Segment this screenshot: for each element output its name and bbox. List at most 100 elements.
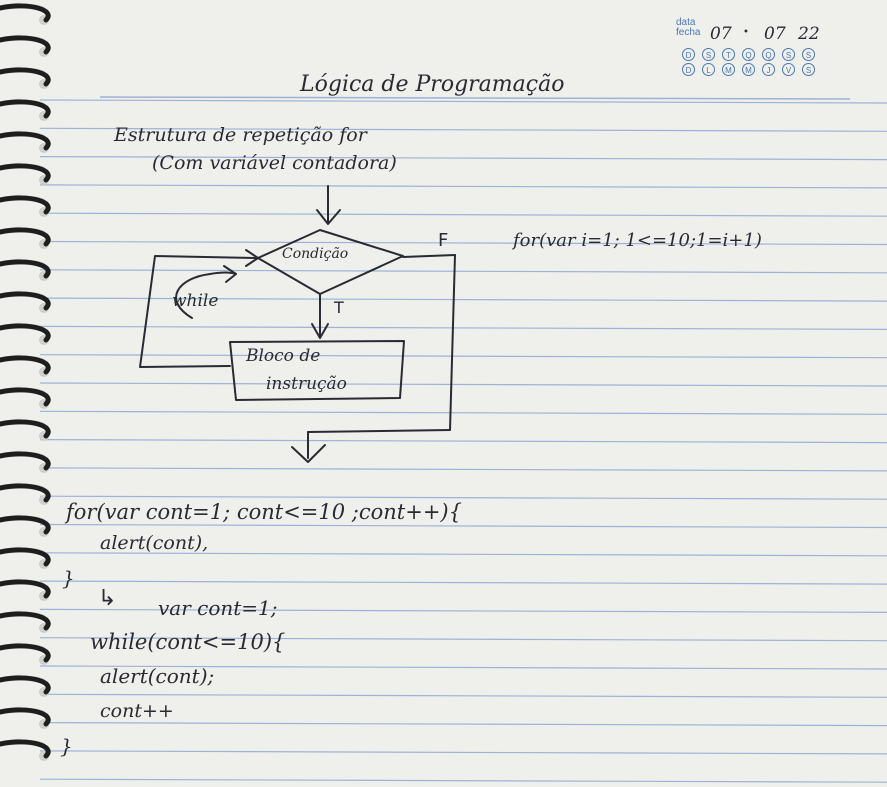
rule-line bbox=[39, 665, 887, 670]
rule-line bbox=[39, 382, 887, 387]
page-title: Lógica de Programação bbox=[300, 72, 565, 97]
date-label-fecha: fecha bbox=[676, 27, 701, 38]
weekday-circle: S bbox=[802, 63, 815, 76]
rule-line bbox=[39, 354, 887, 359]
side-code: for(var i=1; 1<=10;1=i+1) bbox=[513, 230, 762, 251]
true-branch-arrow bbox=[311, 323, 329, 339]
weekday-circle: S bbox=[702, 48, 715, 61]
weekday-circle: L bbox=[702, 63, 715, 76]
spiral-ring bbox=[0, 611, 51, 631]
weekday-circle: M bbox=[742, 63, 755, 76]
rule-line bbox=[39, 523, 887, 529]
header-rule-line bbox=[99, 96, 851, 100]
spiral-ring bbox=[0, 643, 51, 663]
spiral-ring bbox=[0, 3, 51, 23]
false-branch-side bbox=[449, 254, 456, 431]
code-for-body: alert(cont), bbox=[100, 532, 209, 554]
code-var-line: var cont=1; bbox=[158, 596, 278, 620]
date-label-data: data bbox=[676, 17, 696, 28]
rule-line bbox=[39, 297, 887, 302]
rule-line bbox=[39, 410, 887, 415]
code-while-body-1: alert(cont); bbox=[100, 664, 215, 688]
while-loop-arrow bbox=[223, 265, 237, 283]
date-year: 22 bbox=[798, 24, 820, 44]
rule-line bbox=[39, 580, 887, 585]
code-while-close: } bbox=[60, 734, 73, 758]
rule-line bbox=[39, 325, 887, 330]
weekday-circle: Q bbox=[762, 48, 775, 61]
spiral-ring bbox=[0, 195, 51, 215]
date-dot: • bbox=[743, 27, 749, 38]
false-branch-top bbox=[402, 254, 456, 258]
rule-line bbox=[39, 127, 887, 132]
weekday-circle: D bbox=[682, 48, 695, 61]
loop-back-line bbox=[139, 255, 259, 368]
weekday-circle: S bbox=[782, 48, 795, 61]
spiral-ring bbox=[0, 35, 51, 55]
spiral-ring bbox=[0, 291, 51, 311]
weekday-circle: S bbox=[802, 48, 815, 61]
spiral-ring bbox=[0, 259, 51, 279]
spiral-ring bbox=[0, 707, 51, 727]
rule-line bbox=[39, 240, 887, 246]
rule-line bbox=[39, 467, 887, 472]
while-loop-curve bbox=[175, 271, 237, 319]
weekday-circle: T bbox=[722, 48, 735, 61]
spiral-ring bbox=[0, 419, 51, 439]
rule-line bbox=[39, 269, 887, 274]
rule-line bbox=[39, 495, 887, 500]
condition-diamond bbox=[257, 229, 404, 295]
rule-line bbox=[39, 552, 887, 557]
flow-entry-arrow bbox=[316, 209, 341, 225]
heading-line-2: (Com variável contadora) bbox=[152, 152, 397, 174]
spiral-binding bbox=[0, 3, 51, 761]
rule-line bbox=[39, 439, 887, 444]
weekday-circle: M bbox=[722, 63, 735, 76]
spiral-ring bbox=[0, 451, 51, 471]
weekday-circle: Q bbox=[742, 48, 755, 61]
rule-line bbox=[39, 184, 887, 189]
false-branch-bottom bbox=[307, 429, 451, 433]
spiral-ring bbox=[0, 67, 51, 87]
rule-line bbox=[39, 608, 887, 614]
spiral-ring bbox=[0, 675, 51, 695]
block-line-2: instrução bbox=[266, 374, 347, 394]
code-while-line: while(cont<=10){ bbox=[90, 630, 286, 654]
rule-line bbox=[39, 721, 887, 727]
spiral-ring bbox=[0, 131, 51, 151]
code-while-body-2: cont++ bbox=[100, 700, 174, 722]
rule-line bbox=[39, 212, 887, 217]
while-label: while bbox=[172, 291, 219, 311]
spiral-ring bbox=[0, 515, 51, 535]
spiral-ring bbox=[0, 323, 51, 343]
weekday-circle: V bbox=[782, 63, 795, 76]
weekday-circle: J bbox=[762, 63, 775, 76]
spiral-ring bbox=[0, 227, 51, 247]
spiral-ring bbox=[0, 483, 51, 503]
date-day: 07 bbox=[710, 24, 732, 44]
false-label: F bbox=[438, 230, 449, 251]
date-month: 07 bbox=[764, 24, 786, 44]
spiral-ring bbox=[0, 579, 51, 599]
spiral-ring bbox=[0, 739, 51, 759]
block-line-1: Bloco de bbox=[246, 346, 321, 366]
code-arrow: ↳ bbox=[98, 586, 117, 611]
spiral-ring bbox=[0, 547, 51, 567]
code-for-line: for(var cont=1; cont<=10 ;cont++){ bbox=[66, 500, 462, 524]
instruction-block bbox=[229, 340, 405, 401]
rule-line bbox=[39, 99, 887, 104]
spiral-ring bbox=[0, 387, 51, 407]
code-for-close: } bbox=[62, 566, 75, 590]
spiral-ring bbox=[0, 163, 51, 183]
spiral-ring bbox=[0, 355, 51, 375]
condition-label: Condição bbox=[282, 246, 349, 262]
rule-line bbox=[39, 750, 887, 755]
rule-line bbox=[39, 637, 887, 642]
exit-arrow bbox=[291, 444, 326, 463]
true-label: T bbox=[334, 298, 344, 317]
weekday-circle: D bbox=[682, 63, 695, 76]
